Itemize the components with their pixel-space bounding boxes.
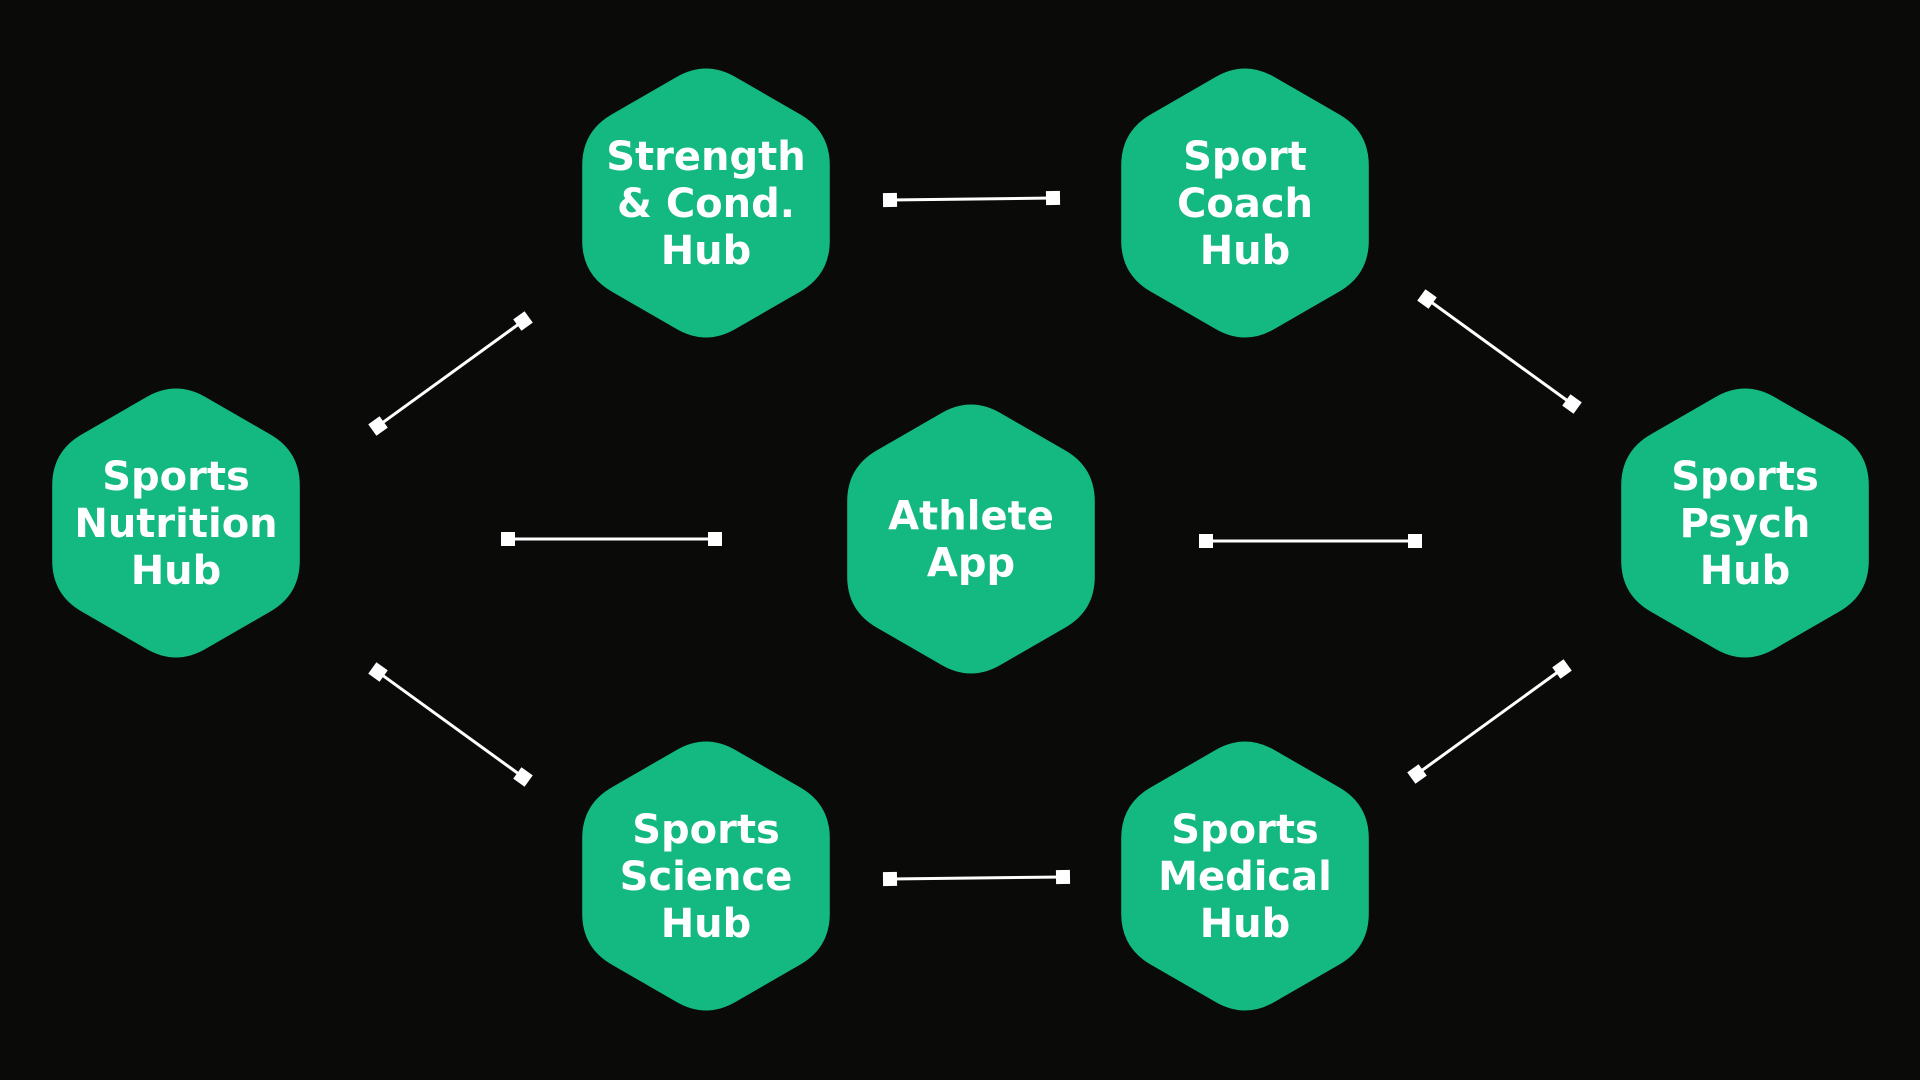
hub-label-line: Sports [1171, 807, 1319, 853]
hub-label-line: & Cond. [617, 181, 795, 227]
connector-nutrition-science [368, 662, 533, 787]
hub-label-line: App [927, 541, 1015, 587]
connector-cap-start [1417, 289, 1437, 309]
connector-cap-start [368, 662, 388, 682]
hub-label-line: Hub [1700, 548, 1791, 594]
connector-cap-start [1199, 534, 1213, 548]
hexagon-shape [582, 68, 830, 338]
connector-nutrition-athlete [501, 532, 722, 546]
hexagon-shape [847, 404, 1095, 674]
hub-label-line: Science [620, 854, 793, 900]
connector-science-medical [882, 869, 1071, 887]
connector-cap-end [1045, 190, 1061, 206]
hexagon-shape [1121, 741, 1369, 1011]
connector-cap-start [882, 871, 898, 887]
connectors [368, 190, 1582, 887]
hexagon-shape [52, 388, 300, 658]
connector-nutrition-strength [368, 311, 533, 436]
connector-line [1426, 297, 1573, 406]
connector-line [377, 670, 524, 779]
hub-label-line: Sports [1671, 454, 1819, 500]
connector-cap-end [513, 311, 533, 331]
hub-label-line: Athlete [888, 494, 1054, 540]
hub-node-strength: Strength& Cond.Hub [582, 68, 830, 338]
nodes: Strength& Cond.HubSportCoachHubSportsNut… [52, 68, 1869, 1011]
hub-label-line: Hub [1200, 228, 1291, 274]
hub-label-line: Coach [1177, 181, 1313, 227]
connector-line [889, 196, 1054, 202]
connector-cap-start [501, 532, 515, 546]
connector-athlete-psych [1199, 534, 1422, 548]
hub-label-line: Sports [632, 807, 780, 853]
hub-label-line: Hub [661, 228, 752, 274]
hub-label-line: Psych [1680, 501, 1811, 547]
connector-line [1416, 667, 1563, 776]
hub-label-line: Medical [1158, 854, 1332, 900]
connector-line [377, 319, 524, 428]
hub-label-line: Sport [1183, 134, 1307, 180]
hexagon-shape [1121, 68, 1369, 338]
hexagon-shape [1621, 388, 1869, 658]
connector-cap-end [513, 767, 533, 787]
hub-label-line: Hub [661, 901, 752, 947]
connector-cap-end [1055, 869, 1071, 885]
connector-line [889, 875, 1064, 881]
connector-cap-end [1562, 394, 1582, 414]
connector-cap-start [1407, 764, 1427, 784]
connector-coach-psych [1417, 289, 1582, 414]
hub-label-line: Hub [1200, 901, 1291, 947]
connector-cap-end [1552, 659, 1572, 679]
hub-label-line: Sports [102, 454, 250, 500]
connector-strength-coach [882, 190, 1061, 208]
hub-label-line: Hub [131, 548, 222, 594]
connector-cap-end [708, 532, 722, 546]
connector-cap-end [1408, 534, 1422, 548]
hexagon-shape [582, 741, 830, 1011]
hub-label-line: Nutrition [74, 501, 277, 547]
hub-label-line: Strength [606, 134, 806, 180]
connector-cap-start [882, 192, 898, 208]
connector-medical-psych [1407, 659, 1572, 784]
connector-cap-start [368, 416, 388, 436]
